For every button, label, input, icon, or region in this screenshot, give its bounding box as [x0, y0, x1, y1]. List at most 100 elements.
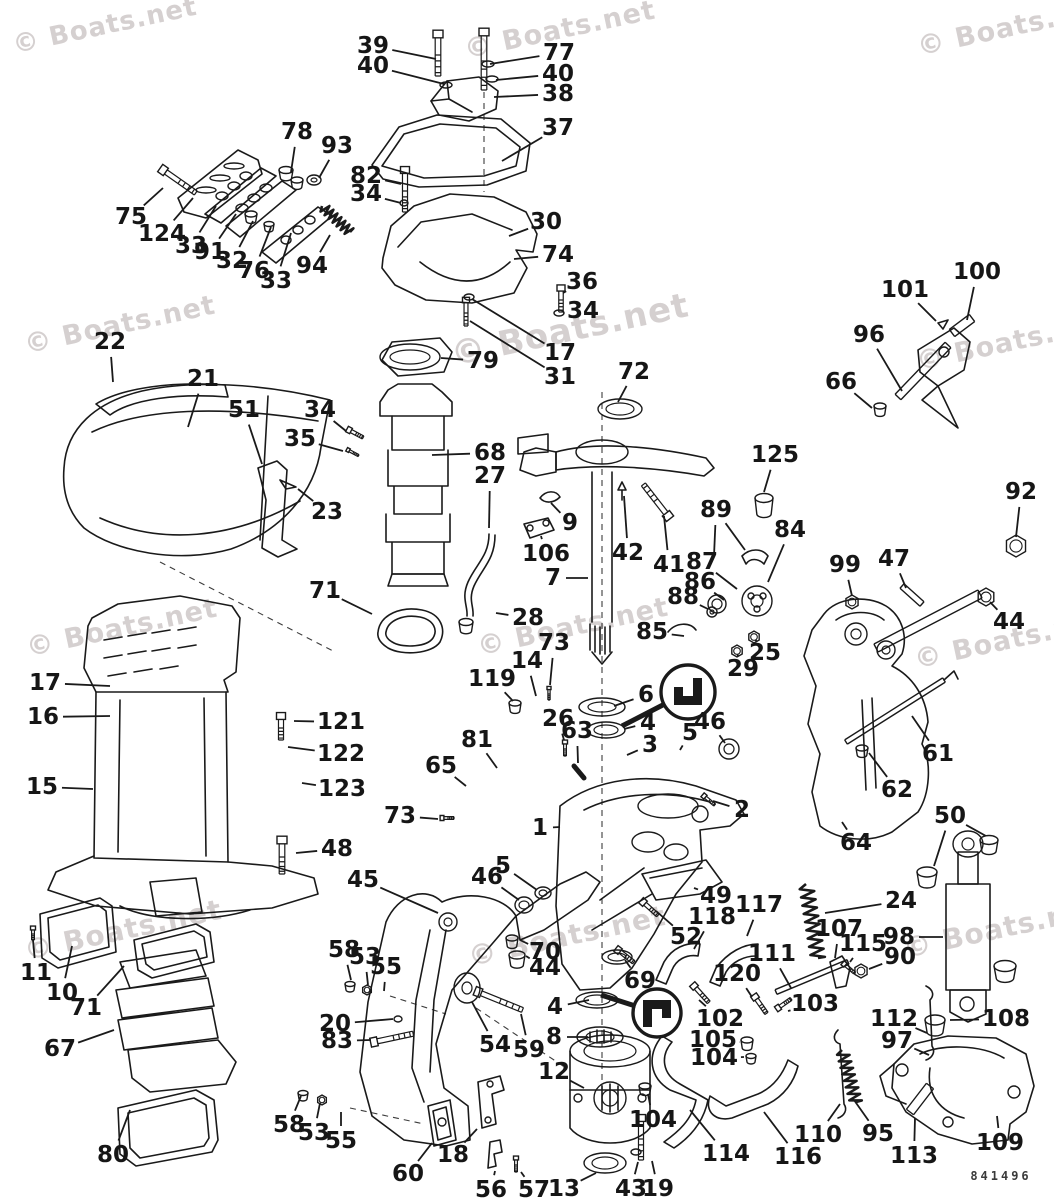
- callout-leader-line: [62, 715, 111, 718]
- bushing-cup: [458, 617, 474, 627]
- part-callout-25: 25: [749, 639, 781, 666]
- part-number-label: 20: [319, 1011, 351, 1037]
- part-number-label: 12: [538, 1059, 570, 1085]
- callout-leader-line: [718, 734, 726, 744]
- bolt-head: [561, 739, 569, 745]
- hex-nut-bore: [847, 597, 857, 607]
- part-callout-16: 16: [27, 704, 111, 730]
- washer-ring: [534, 886, 552, 900]
- part-number-label: 50: [934, 803, 966, 829]
- washer-ring: [379, 343, 441, 371]
- part-number-label: 27: [474, 463, 506, 489]
- part-callout-48: 48: [295, 836, 353, 862]
- bushing-cup: [745, 1052, 757, 1060]
- bushing-cup-body: [344, 983, 356, 993]
- part-number-label: 33: [260, 268, 292, 294]
- part-number-label: 1: [532, 815, 548, 841]
- callout-leader-line: [713, 524, 717, 557]
- part-callout-32: 32: [216, 220, 254, 274]
- callout-leader-line: [77, 1029, 115, 1044]
- part-callout-100: 100: [953, 259, 1001, 321]
- callout-leader-line: [561, 733, 565, 741]
- part-number-label: 54: [479, 1032, 511, 1058]
- part-number-label: 74: [542, 242, 574, 268]
- part-callout-113: 113: [890, 1117, 938, 1169]
- part-callout-95: 95: [853, 1099, 894, 1147]
- part-number-label: 29: [727, 656, 759, 682]
- part-outline: [47, 904, 110, 961]
- callout-leader-line: [876, 348, 903, 392]
- part-number-label: 46: [471, 864, 503, 890]
- part-number-label: 40: [357, 53, 389, 79]
- washer-ring: [239, 171, 253, 181]
- bushing-cup: [855, 744, 869, 752]
- callout-leader-line: [519, 939, 529, 945]
- callout-leader-line: [454, 776, 467, 787]
- part-callout-40: 40: [357, 53, 445, 85]
- part-callout-84: 84: [767, 517, 806, 583]
- callout-leader-line: [247, 424, 263, 465]
- part-callout-91: 91: [194, 213, 237, 265]
- part-callout-99: 99: [829, 552, 861, 597]
- bolt-head: [461, 296, 471, 304]
- bushing-cup-body: [916, 871, 938, 889]
- part-callout-46: 46: [471, 864, 520, 901]
- part-number-label: 118: [688, 904, 736, 930]
- part-callout-40: 40: [495, 61, 574, 87]
- part-callout-78: 78: [281, 119, 313, 173]
- washer-ring: [439, 81, 453, 89]
- callout-leader-line: [525, 955, 531, 960]
- part-callout-50: 50: [933, 803, 987, 867]
- part-number-label: 11: [20, 960, 52, 986]
- washer-ring: [259, 183, 273, 193]
- part-number-label: 17: [544, 340, 576, 366]
- part-number-label: 8: [546, 1024, 562, 1050]
- part-callout-92: 92: [1005, 479, 1037, 538]
- bushing-cup-body: [855, 747, 869, 759]
- coil-spring: [835, 1049, 864, 1104]
- part-number-label: 16: [27, 704, 59, 730]
- callout-leader-line: [520, 1171, 526, 1178]
- part-number-label: 56: [475, 1177, 507, 1200]
- part-outline: [617, 481, 627, 501]
- callout-leader-line: [689, 1109, 716, 1141]
- part-callout-5: 5: [495, 853, 538, 891]
- callout-leader-line: [493, 94, 539, 98]
- bolt-head: [344, 446, 352, 454]
- part-callout-123: 123: [301, 776, 366, 802]
- part-number-label: 102: [696, 1006, 744, 1032]
- part-number-label: 17: [29, 670, 61, 696]
- part-number-label: 44: [993, 609, 1025, 635]
- part-callout-73: 73: [384, 803, 439, 829]
- bolt-head: [688, 980, 700, 992]
- seal-icon-circle: [631, 987, 683, 1039]
- bolt-head: [839, 959, 849, 969]
- part-number-label: 82: [350, 163, 382, 189]
- part-outline: [115, 949, 219, 1051]
- washer-ring-inner: [389, 349, 431, 365]
- bushing-cup-body: [508, 954, 526, 969]
- bolt-shank: [348, 449, 360, 458]
- part-number-label: 58: [273, 1112, 305, 1138]
- part-number-label: 85: [636, 619, 668, 645]
- bolt-shank: [563, 743, 567, 757]
- alignment-dashed-line: [475, 1007, 567, 1069]
- pin-rod: [873, 589, 983, 653]
- part-number-label: 46: [694, 709, 726, 735]
- boatsnet-watermark: © Boats.net: [10, 0, 200, 60]
- pin-rod: [774, 959, 850, 995]
- part-number-label: 120: [713, 961, 761, 987]
- part-number-label: 90: [884, 944, 916, 970]
- part-callout-45: 45: [347, 867, 439, 914]
- part-callout-33: 33: [260, 232, 292, 294]
- part-outline: [204, 167, 277, 224]
- part-callout-60: 60: [392, 1142, 433, 1187]
- boatsnet-watermark: © Boats.net: [915, 0, 1054, 62]
- part-outline: [641, 859, 723, 901]
- washer-ring: [631, 831, 665, 853]
- washer-ring: [437, 1117, 447, 1127]
- part-callout-63: 63: [561, 718, 593, 764]
- part-callout-4: 4: [623, 710, 656, 736]
- callout-leader-line: [417, 1142, 433, 1162]
- bushing-cup: [916, 866, 938, 878]
